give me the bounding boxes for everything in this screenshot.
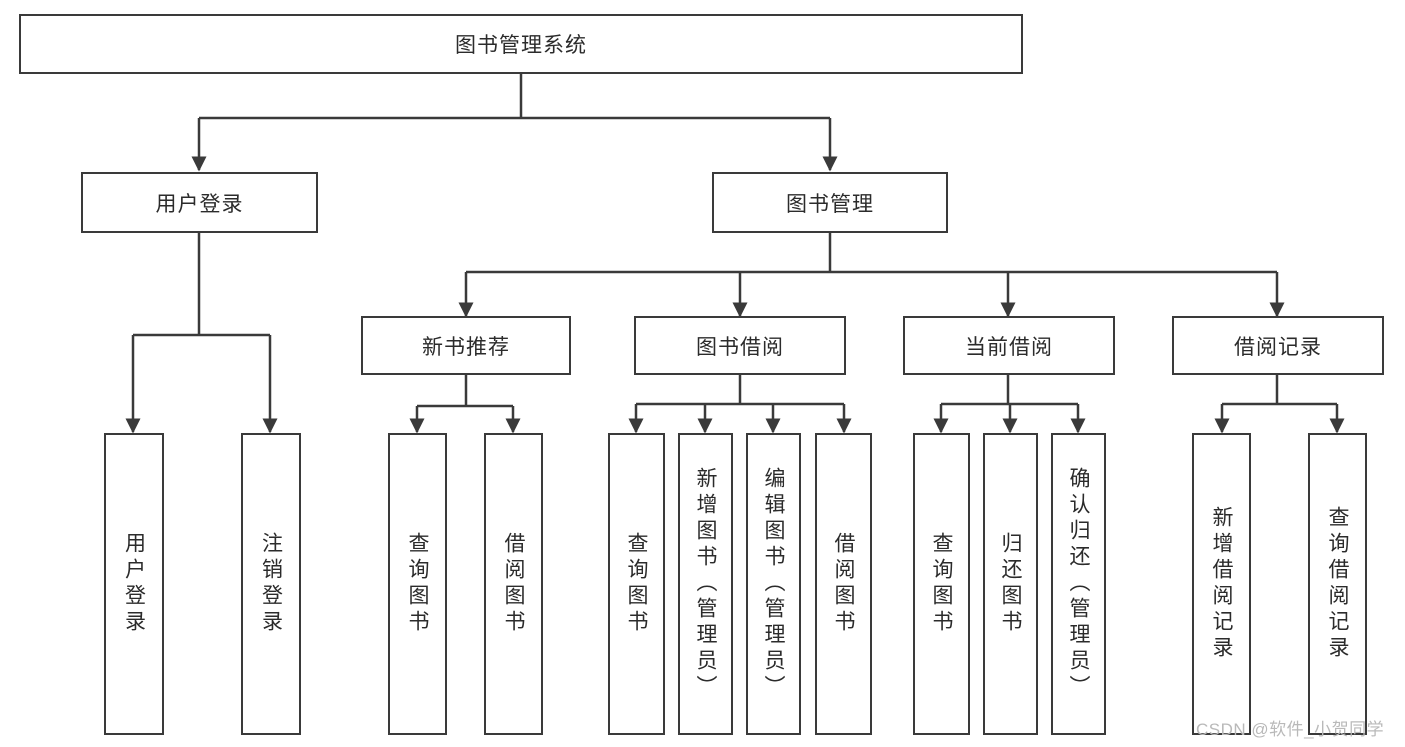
node-book-management[interactable]: 图书管理: [712, 172, 948, 233]
node-label: 用户登录: [155, 192, 244, 216]
leaf-new-book-borrow[interactable]: 借阅图书: [484, 433, 543, 735]
leaf-book-borrow-borrow[interactable]: 借阅图书: [815, 433, 872, 735]
node-label: 归还图书: [999, 532, 1022, 636]
node-user-login[interactable]: 用户登录: [81, 172, 318, 233]
node-label: 查询图书: [625, 532, 648, 636]
node-label: 新增图书（管理员）: [694, 467, 717, 701]
leaf-current-borrow-return[interactable]: 归还图书: [983, 433, 1038, 735]
node-label: 查询图书: [930, 532, 953, 636]
leaf-book-borrow-add[interactable]: 新增图书（管理员）: [678, 433, 733, 735]
node-label: 图书管理: [786, 192, 874, 216]
leaf-current-borrow-query[interactable]: 查询图书: [913, 433, 970, 735]
node-book-borrow[interactable]: 图书借阅: [634, 316, 846, 375]
node-label: 当前借阅: [965, 335, 1053, 359]
leaf-borrow-record-query[interactable]: 查询借阅记录: [1308, 433, 1367, 735]
node-new-book-recommend[interactable]: 新书推荐: [361, 316, 571, 375]
node-label: 图书借阅: [696, 335, 784, 359]
node-label: 编辑图书（管理员）: [762, 467, 785, 701]
node-borrow-record[interactable]: 借阅记录: [1172, 316, 1384, 375]
node-label: 注销登录: [259, 532, 283, 636]
node-root-system[interactable]: 图书管理系统: [19, 14, 1023, 74]
leaf-book-borrow-edit[interactable]: 编辑图书（管理员）: [746, 433, 801, 735]
node-label: 借阅图书: [832, 532, 855, 636]
leaf-user-login-login[interactable]: 用户登录: [104, 433, 164, 735]
node-label: 新书推荐: [422, 335, 510, 359]
node-label: 用户登录: [122, 532, 146, 636]
node-label: 借阅记录: [1234, 335, 1322, 359]
node-label: 借阅图书: [502, 532, 525, 636]
leaf-borrow-record-add[interactable]: 新增借阅记录: [1192, 433, 1251, 735]
watermark-text: CSDN @软件_小贺同学: [1196, 720, 1385, 739]
node-label: 新增借阅记录: [1210, 506, 1233, 662]
leaf-user-login-logout[interactable]: 注销登录: [241, 433, 301, 735]
node-label: 查询图书: [406, 532, 429, 636]
leaf-current-borrow-confirm[interactable]: 确认归还（管理员）: [1051, 433, 1106, 735]
leaf-book-borrow-query[interactable]: 查询图书: [608, 433, 665, 735]
leaf-new-book-query[interactable]: 查询图书: [388, 433, 447, 735]
node-current-borrow[interactable]: 当前借阅: [903, 316, 1115, 375]
node-label: 查询借阅记录: [1326, 506, 1349, 662]
node-label: 确认归还（管理员）: [1067, 467, 1090, 701]
node-label: 图书管理系统: [455, 34, 587, 57]
